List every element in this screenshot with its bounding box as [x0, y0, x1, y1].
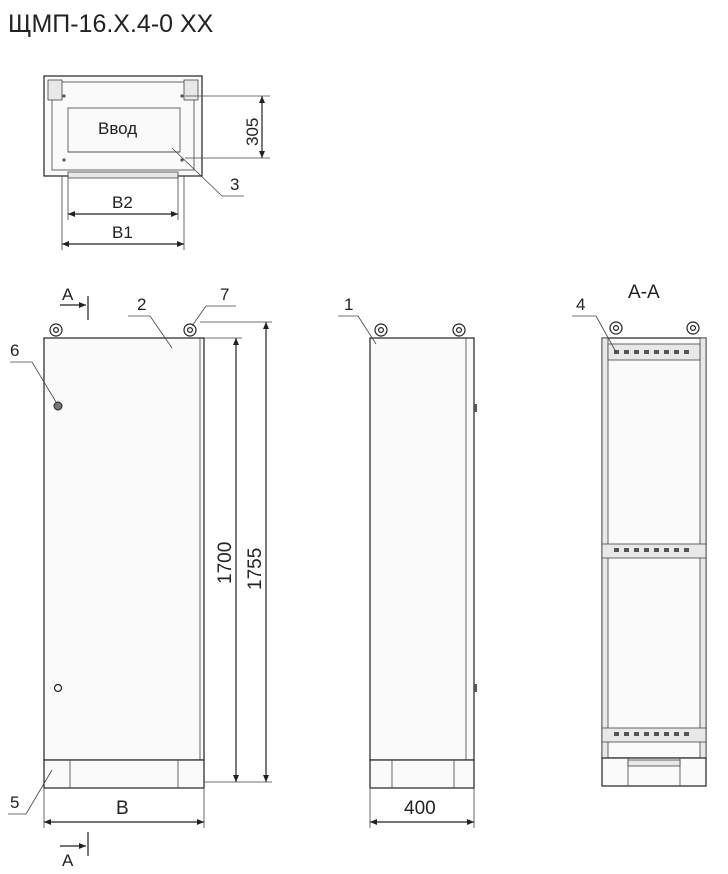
section-view: А-А	[572, 282, 707, 787]
callout-3: 3	[230, 175, 239, 194]
dim-b2: В2	[112, 193, 133, 212]
lifting-eye	[609, 321, 623, 335]
top-view: Ввод 305 3 В2 В1	[43, 75, 270, 250]
section-mark-a-bottom: А	[62, 851, 74, 870]
section-mark-a-top: А	[62, 285, 74, 304]
dim-305: 305	[243, 118, 262, 146]
lifting-eye	[686, 321, 700, 335]
side-view: 1 400	[338, 295, 477, 828]
door-lock	[53, 401, 63, 411]
mounting-rail	[601, 727, 707, 743]
mounting-rail	[601, 543, 707, 559]
dim-1700: 1700	[215, 542, 236, 584]
callout-2: 2	[137, 295, 146, 314]
dim-400: 400	[404, 798, 436, 819]
section-title: А-А	[628, 282, 660, 303]
dim-b1: В1	[112, 223, 133, 242]
callout-7: 7	[220, 285, 229, 304]
callout-6: 6	[10, 341, 19, 360]
dim-1755: 1755	[245, 548, 266, 590]
dim-b: В	[116, 798, 129, 819]
mounting-rail	[607, 343, 701, 361]
callout-4: 4	[576, 295, 585, 314]
lifting-eye	[452, 323, 466, 337]
lifting-eye	[374, 323, 388, 337]
callout-1: 1	[344, 295, 353, 314]
lifting-eye	[49, 323, 63, 337]
drawing-title: ЩМП-16.Х.4-0 ХХ	[8, 10, 214, 38]
lifting-eye	[183, 323, 197, 337]
front-view: А А 2 7 6 5 1700 1755 В	[8, 285, 272, 870]
entry-label: Ввод	[98, 119, 137, 138]
door-hinge	[53, 683, 63, 693]
callout-5: 5	[10, 793, 19, 812]
